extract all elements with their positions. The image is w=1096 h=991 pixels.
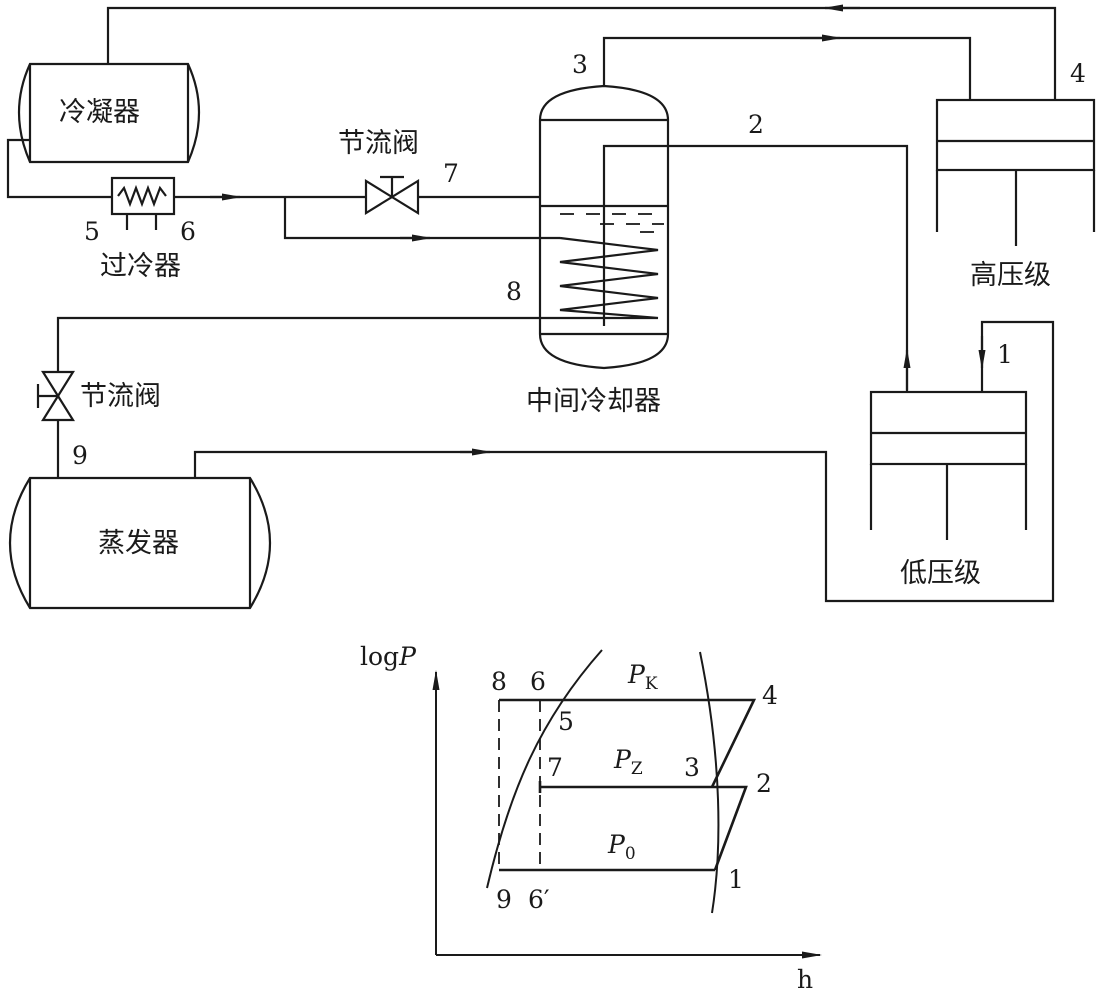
high-stage-label: 高压级 [970, 260, 1051, 291]
evaporator-label: 蒸发器 [98, 528, 179, 559]
point-label: 1 [997, 340, 1013, 369]
point-label: 8 [506, 277, 522, 306]
point-label: 9 [72, 441, 88, 470]
pipe-branch-to-coil [283, 197, 560, 240]
saturated-liquid-curve [486, 649, 603, 889]
point-label: 2 [748, 110, 764, 139]
chart-point-label: 5 [558, 707, 574, 736]
subcooler-coil [117, 184, 167, 208]
throttle-valve-left [36, 370, 75, 422]
chart-point-label: 7 [547, 753, 563, 782]
xlabel: h [797, 965, 813, 991]
point-label: 3 [572, 50, 588, 79]
chart-point-label: 4 [762, 681, 778, 710]
pz-label: PZ [613, 745, 643, 779]
high-stage-compressor [935, 98, 1096, 246]
evaporator-vessel [9, 476, 271, 610]
intercooler-label: 中间冷却器 [526, 386, 661, 417]
point-label: 7 [443, 159, 459, 188]
condenser-vessel [17, 62, 201, 164]
pipe-8 [56, 316, 540, 372]
point-label: 5 [84, 217, 100, 246]
throttle-valve-top-label: 节流阀 [338, 128, 419, 159]
pipe-condenser-outlet [6, 138, 112, 199]
ylabel: logP [360, 642, 417, 671]
cycle-pz-line [540, 785, 748, 871]
chart-point-label: 6 [530, 667, 546, 696]
subcooler-label: 过冷器 [100, 251, 181, 282]
throttle-valve-top [364, 175, 420, 215]
pipe-4-to-condenser [106, 6, 1057, 100]
low-stage-compressor [869, 390, 1028, 540]
chart-point-label: 8 [491, 667, 507, 696]
low-stage-label: 低压级 [900, 558, 981, 589]
liquid-level-marks [560, 213, 664, 233]
chart-point-label: 6′ [528, 885, 550, 914]
intercooler-vessel [538, 84, 670, 370]
throttle-valve-left-label: 节流阀 [80, 381, 161, 412]
point-label: 4 [1070, 59, 1086, 88]
pipe-2-to-low-stage [602, 144, 909, 392]
intercooler-coil [540, 236, 659, 320]
pipe-3-to-high-stage [602, 36, 972, 100]
point-label: 6 [180, 217, 196, 246]
chart-point-label: 9 [496, 885, 512, 914]
p0-label: P0 [607, 830, 636, 864]
pipe-evaporator-outlet [193, 320, 1055, 603]
chart-point-label: 2 [756, 769, 772, 798]
condenser-label: 冷凝器 [59, 97, 140, 128]
chart-point-label: 3 [684, 753, 700, 782]
pk-label: PK [627, 660, 658, 694]
chart-point-label: 1 [728, 865, 744, 894]
cycle-pk-line [499, 698, 757, 788]
saturated-vapor-curve [699, 651, 720, 914]
